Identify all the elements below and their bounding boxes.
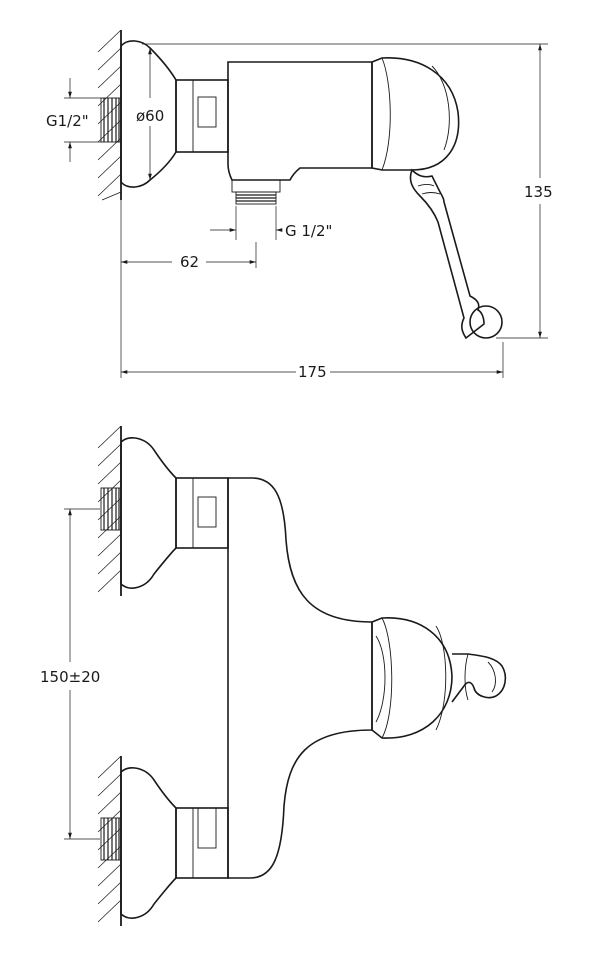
wall-thread-label: G1/2": [46, 112, 89, 130]
escutcheon-upper: [120, 437, 177, 589]
valve-body-side: [227, 61, 373, 181]
outlet-depth-label: 62: [180, 253, 199, 271]
height-dim-label: 135: [524, 183, 553, 201]
connector-upper: [175, 477, 229, 549]
wall-thread-upper: [100, 487, 122, 531]
outlet-thread-side: [231, 179, 281, 205]
lever-handle-front: [451, 653, 507, 703]
side-view: 135 ø60 G1/2" G 1/2" 62 175: [46, 29, 553, 381]
handle-cap-front: [371, 617, 453, 739]
connector-nut-side: [175, 79, 229, 153]
valve-body-front: [227, 477, 373, 879]
wall-thread-lower: [100, 817, 122, 861]
wall-thread-side: [100, 97, 122, 143]
outlet-thread-label: G 1/2": [285, 222, 332, 240]
connector-lower: [175, 807, 229, 879]
front-view: 150±20: [40, 425, 507, 926]
lever-knob-side: [469, 305, 503, 339]
diameter-dim-label: ø60: [136, 107, 164, 125]
handle-cap-side: [371, 57, 460, 171]
centers-dim-label: 150±20: [40, 668, 100, 686]
total-depth-label: 175: [298, 363, 327, 381]
lever-handle-side: [409, 168, 485, 340]
escutcheon-lower: [120, 767, 177, 919]
